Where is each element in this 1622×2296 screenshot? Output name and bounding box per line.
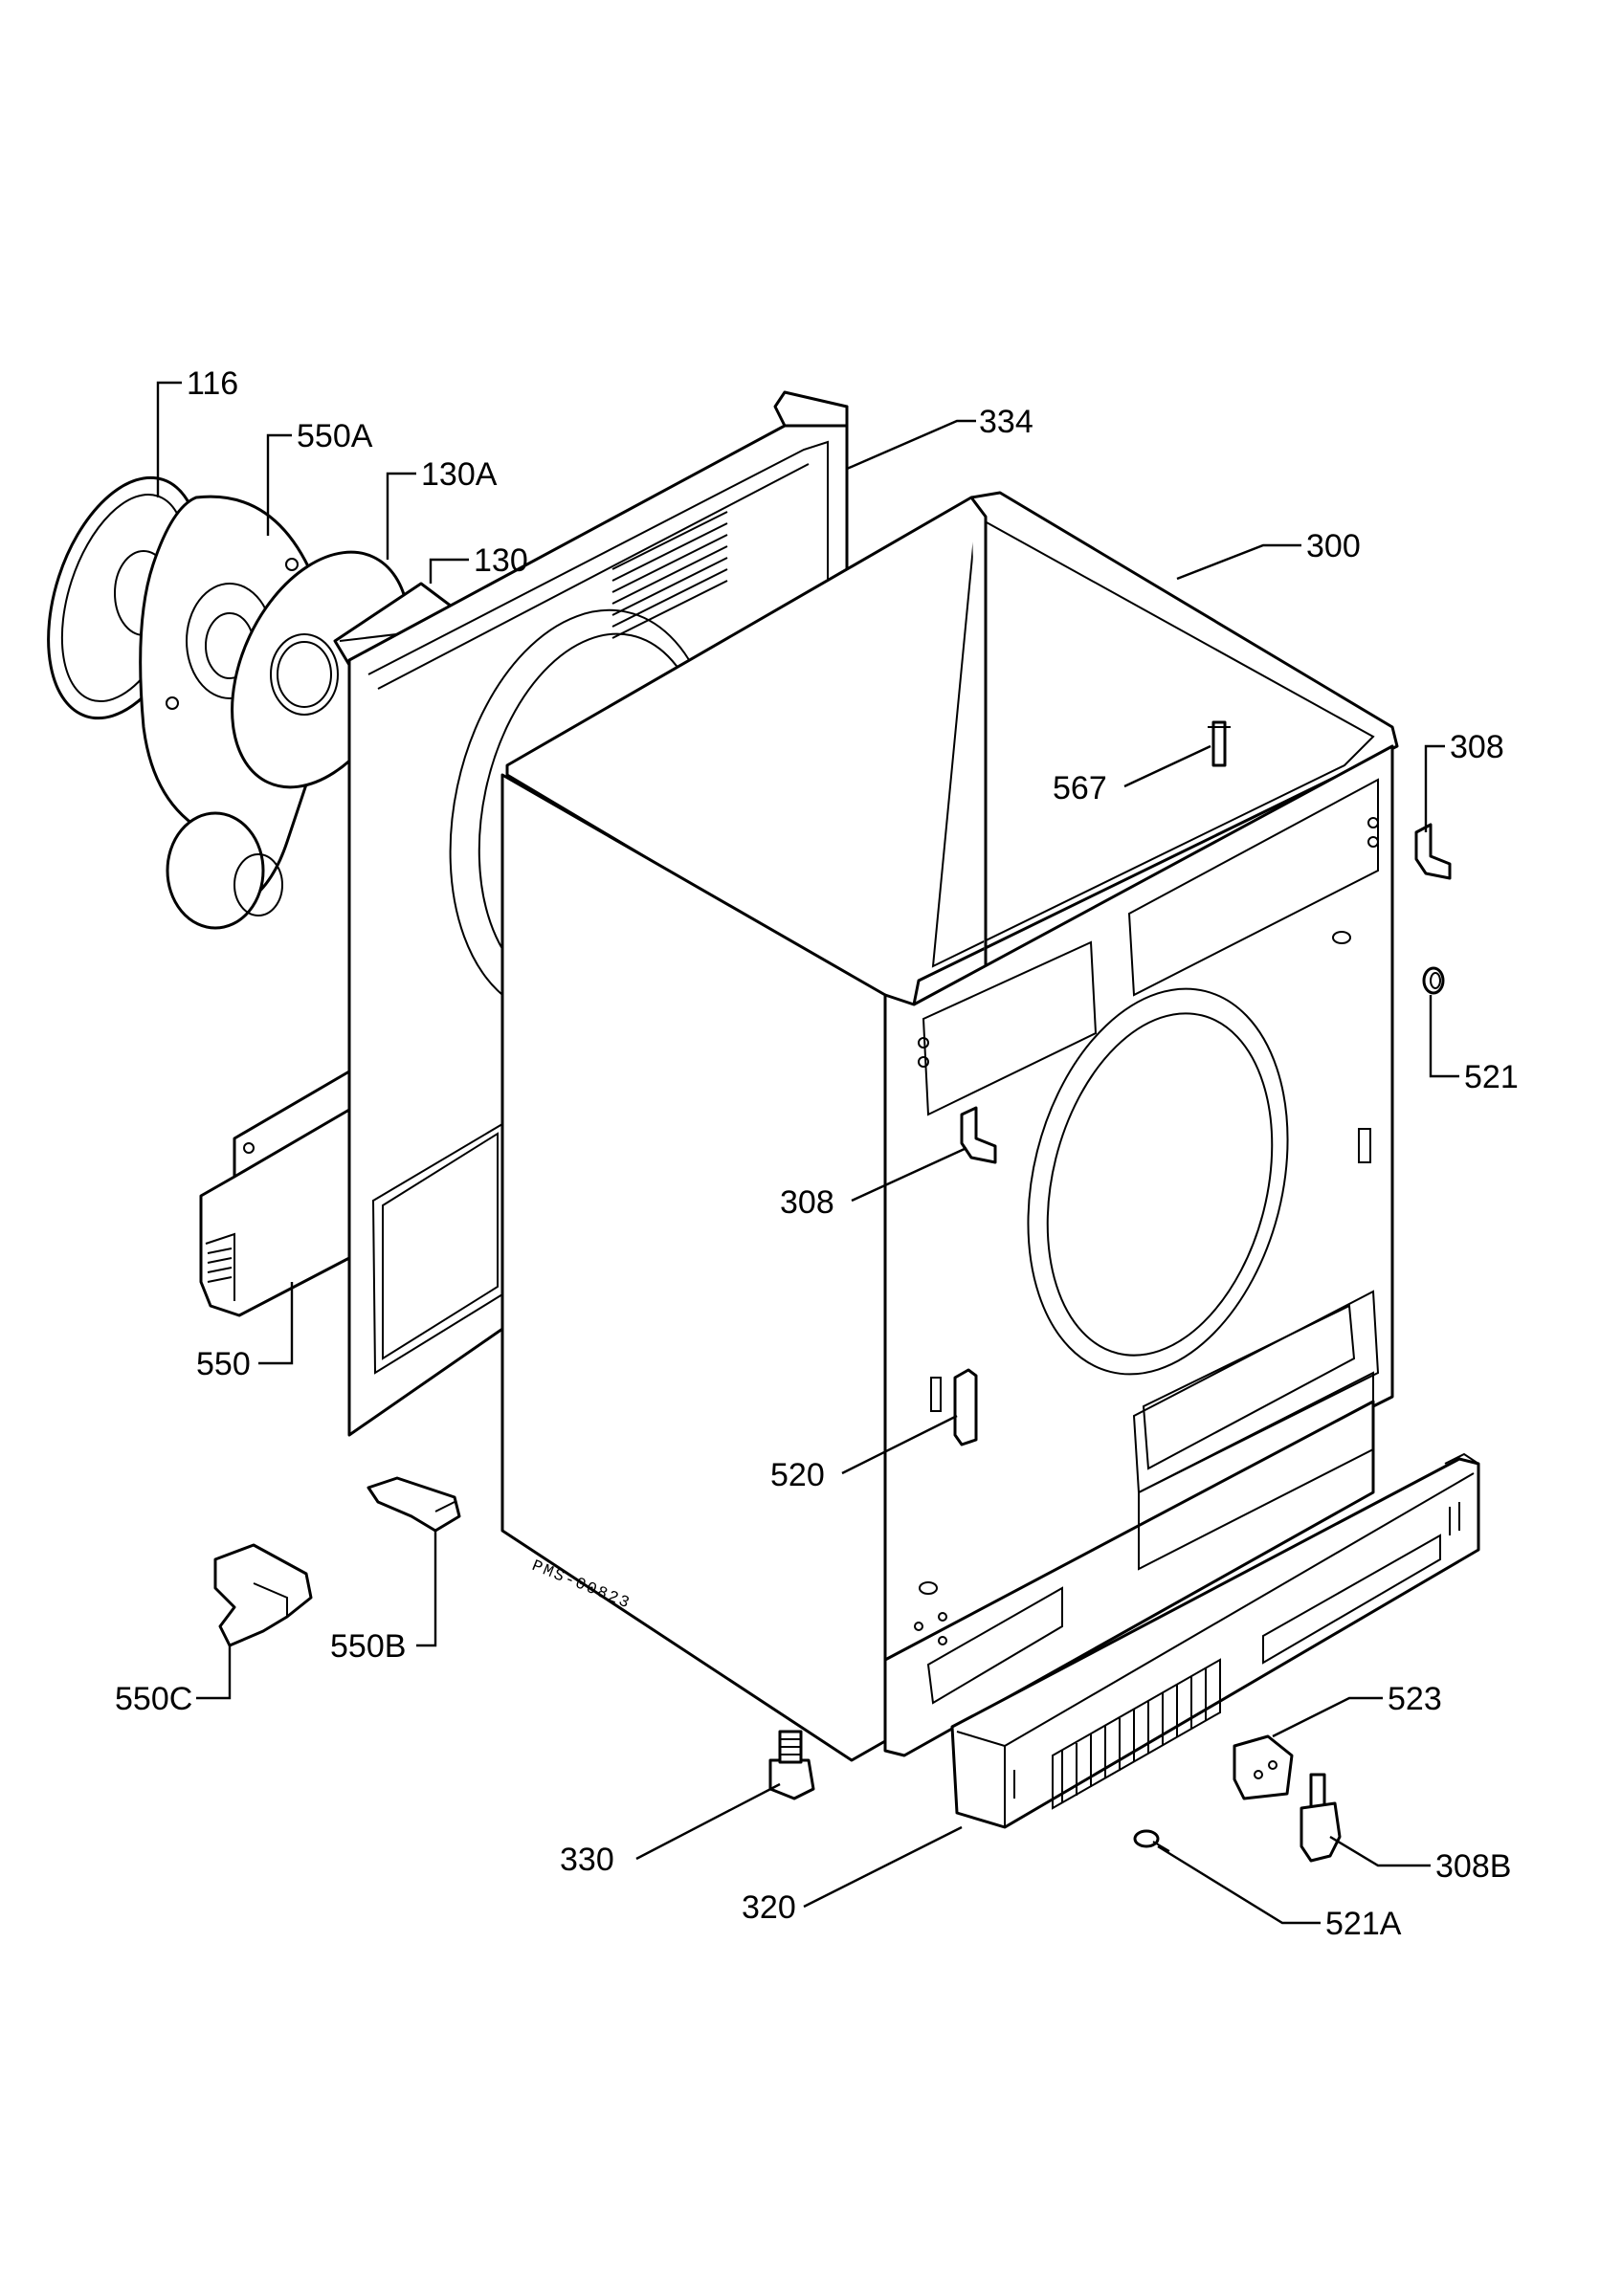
label-334: 334 bbox=[979, 404, 1033, 440]
plinth-320 bbox=[950, 1452, 1480, 1829]
label-308-front: 308 bbox=[780, 1184, 834, 1221]
bracket-308-front bbox=[960, 1106, 997, 1164]
label-320: 320 bbox=[742, 1889, 796, 1926]
plate-523 bbox=[1233, 1734, 1294, 1800]
label-116: 116 bbox=[187, 365, 238, 402]
bracket-308-right bbox=[1414, 823, 1452, 880]
front-door-opening bbox=[1027, 987, 1289, 1376]
label-523: 523 bbox=[1388, 1681, 1442, 1717]
screw-521a bbox=[1133, 1829, 1170, 1852]
part-labels: 116 550A 130A 130 334 300 308 567 521 30… bbox=[115, 365, 1519, 1942]
pin-308b bbox=[1300, 1773, 1342, 1863]
label-550: 550 bbox=[196, 1346, 251, 1382]
condenser-duct-550 bbox=[199, 1070, 351, 1317]
label-550a: 550A bbox=[297, 418, 373, 454]
label-550c: 550C bbox=[115, 1681, 192, 1717]
label-520: 520 bbox=[770, 1457, 825, 1493]
label-300: 300 bbox=[1306, 528, 1361, 564]
bracket-567 bbox=[1208, 720, 1231, 767]
clip-550b bbox=[367, 1476, 461, 1533]
label-308b: 308B bbox=[1435, 1848, 1511, 1885]
clip-550c bbox=[213, 1543, 313, 1647]
label-550b: 550B bbox=[330, 1628, 406, 1665]
latch-520 bbox=[953, 1368, 978, 1446]
cabinet-300 bbox=[500, 491, 1399, 1762]
label-130a: 130A bbox=[421, 456, 498, 493]
label-567: 567 bbox=[1053, 770, 1107, 806]
label-330: 330 bbox=[560, 1842, 614, 1878]
foot-330 bbox=[768, 1730, 815, 1800]
label-521a: 521A bbox=[1325, 1906, 1402, 1942]
label-130: 130 bbox=[474, 542, 528, 579]
label-308-right: 308 bbox=[1450, 729, 1504, 765]
vent-slots bbox=[611, 511, 728, 639]
label-521: 521 bbox=[1464, 1059, 1519, 1095]
grommet-521 bbox=[1422, 966, 1445, 995]
plinth-grille bbox=[1052, 1658, 1221, 1810]
leader-lines bbox=[156, 381, 1459, 1925]
